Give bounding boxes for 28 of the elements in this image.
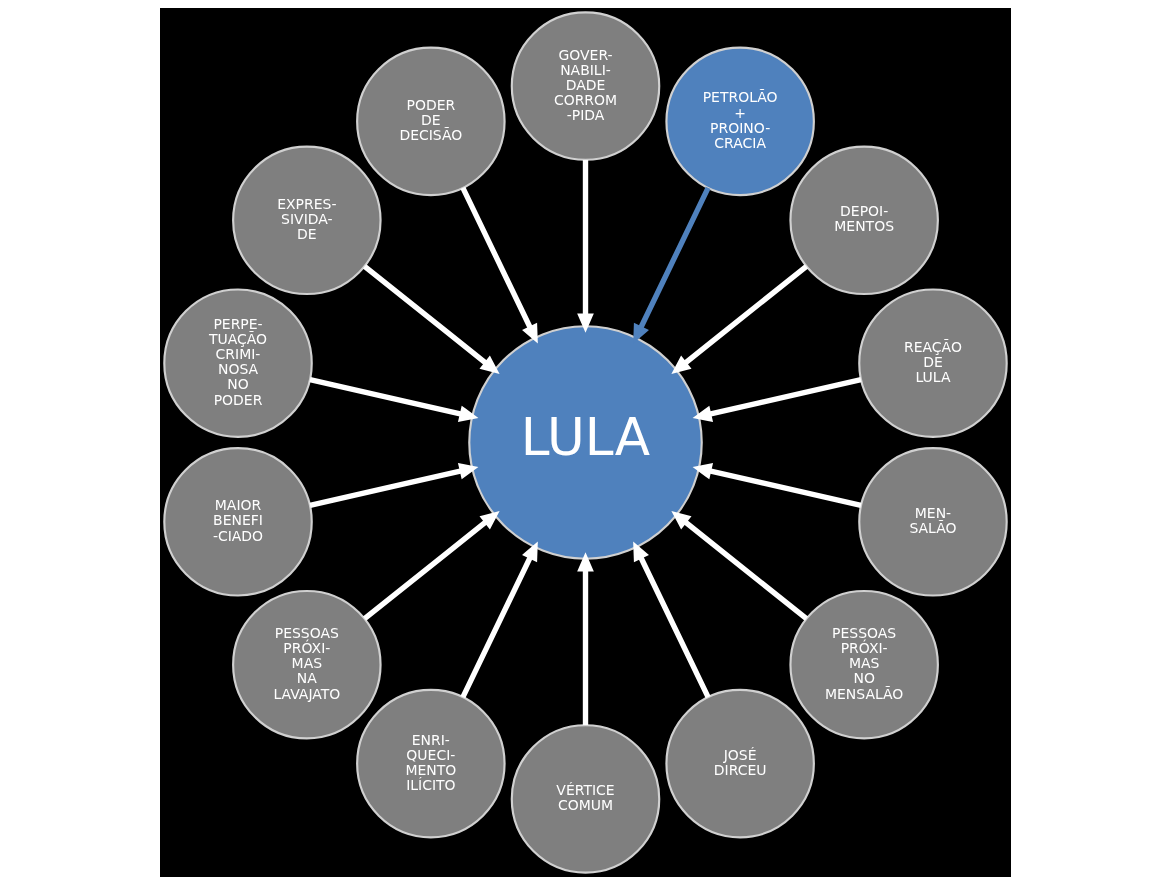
arrow <box>670 264 808 374</box>
node-circle: LULA <box>467 325 703 560</box>
node-circle: VÉRTICE COMUM <box>510 724 660 874</box>
arrow <box>308 377 478 422</box>
arrow <box>576 159 594 333</box>
node-circle: PERPE- TUAÇÃO CRIMI- NOSA NO PODER <box>162 288 313 438</box>
node-circle: MEN- SALÃO <box>857 447 1008 597</box>
arrow <box>632 541 711 699</box>
node-circle: PESSOAS PRÓXI- MAS NA LAVAJATO <box>231 589 382 740</box>
node-circle: REAÇÃO DE LULA <box>857 288 1008 438</box>
node-circle: ENRI- QUECI- MENTO ILÍCITO <box>355 688 506 839</box>
arrow <box>362 264 500 374</box>
arrow <box>459 186 538 344</box>
arrow <box>362 511 500 621</box>
node-circle: PETROLÃO + PROINO- CRACIA <box>664 46 815 197</box>
arrow <box>576 552 594 726</box>
arrow <box>459 541 538 699</box>
node-circle: EXPRES- SIVIDA- DE <box>231 145 382 296</box>
node-circle: PESSOAS PRÓXI- MAS NO MENSALÃO <box>788 589 939 740</box>
node-circle: DEPOI- MENTOS <box>788 145 939 296</box>
arrow <box>692 377 862 422</box>
arrow <box>308 463 478 508</box>
arrow <box>670 511 808 621</box>
node-circle: PODER DE DECISÃO <box>355 46 506 197</box>
node-circle: JOSÉ DIRCEU <box>664 688 815 839</box>
arrow <box>692 463 862 508</box>
node-circle: MAIOR BENEFI -CIADO <box>162 447 313 597</box>
node-circle: GOVER- NABILI- DADE CORROM -PIDA <box>510 11 660 161</box>
